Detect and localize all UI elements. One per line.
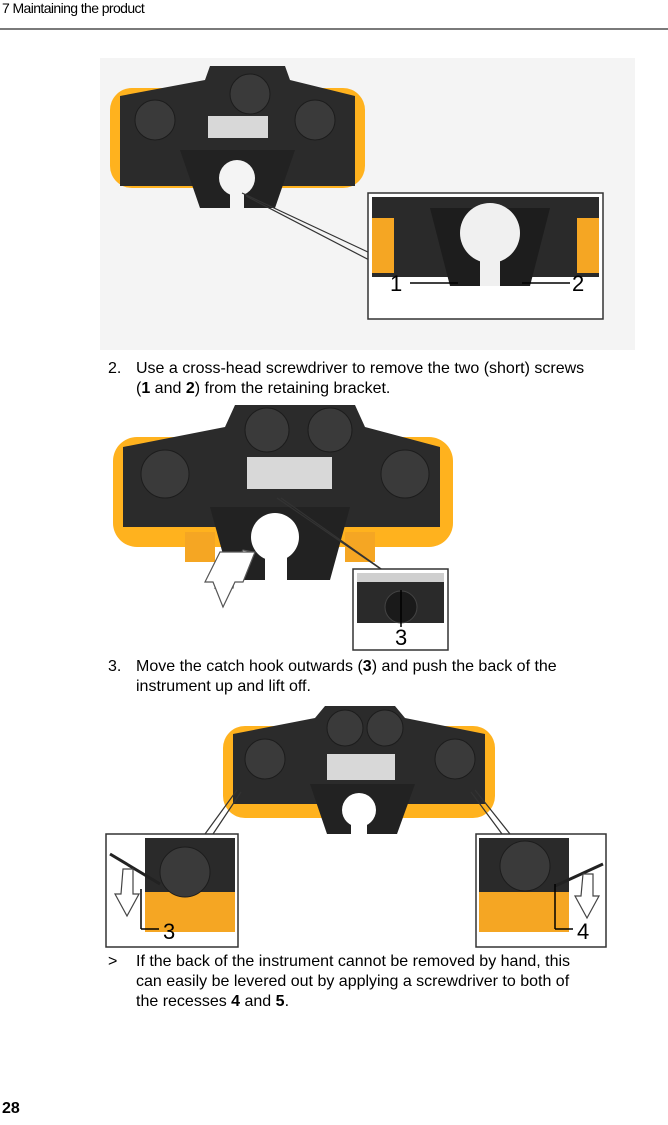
figure-screws-1-2: 1 2: [100, 58, 635, 350]
callout-1: 1: [390, 271, 402, 296]
result-line-1: If the back of the instrument cannot be …: [136, 953, 571, 970]
step-3-line-1: Move the catch hook outwards (3) and pus…: [136, 658, 557, 675]
figure-recesses: 3 4: [105, 704, 608, 949]
chapter-title: 7 Maintaining the product: [2, 0, 145, 16]
callout-3b: 3: [163, 919, 175, 944]
recess-ref-5: 5: [275, 993, 285, 1010]
page-number: 28: [2, 1100, 20, 1117]
figure-catch-hook: 3: [105, 402, 455, 652]
screw-ref-2: 2: [185, 380, 195, 397]
hook-ref-3: 3: [362, 658, 372, 675]
recess-ref-4: 4: [231, 993, 241, 1010]
screw-ref-1: 1: [141, 380, 151, 397]
result-line-2: can easily be levered out by applying a …: [136, 973, 570, 990]
step-2-number: 2.: [108, 360, 122, 377]
step-3-line-2: instrument up and lift off.: [136, 678, 311, 695]
step-2-line-1: Use a cross-head screwdriver to remove t…: [136, 360, 585, 377]
step-3-number: 3.: [108, 658, 122, 675]
step-2-line-2: (1 and 2) from the retaining bracket.: [136, 380, 391, 397]
result-line-3: the recesses 4 and 5.: [136, 993, 290, 1010]
callout-4: 4: [577, 919, 589, 944]
callout-3: 3: [395, 625, 407, 650]
device-back-photo-2: 3: [105, 402, 455, 652]
device-back-photo-1: 1 2: [100, 58, 635, 350]
result-marker: >: [108, 953, 118, 970]
callout-2: 2: [572, 271, 584, 296]
device-back-photo-3: 3 4: [105, 704, 608, 949]
page-header: 7 Maintaining the product: [0, 0, 668, 30]
